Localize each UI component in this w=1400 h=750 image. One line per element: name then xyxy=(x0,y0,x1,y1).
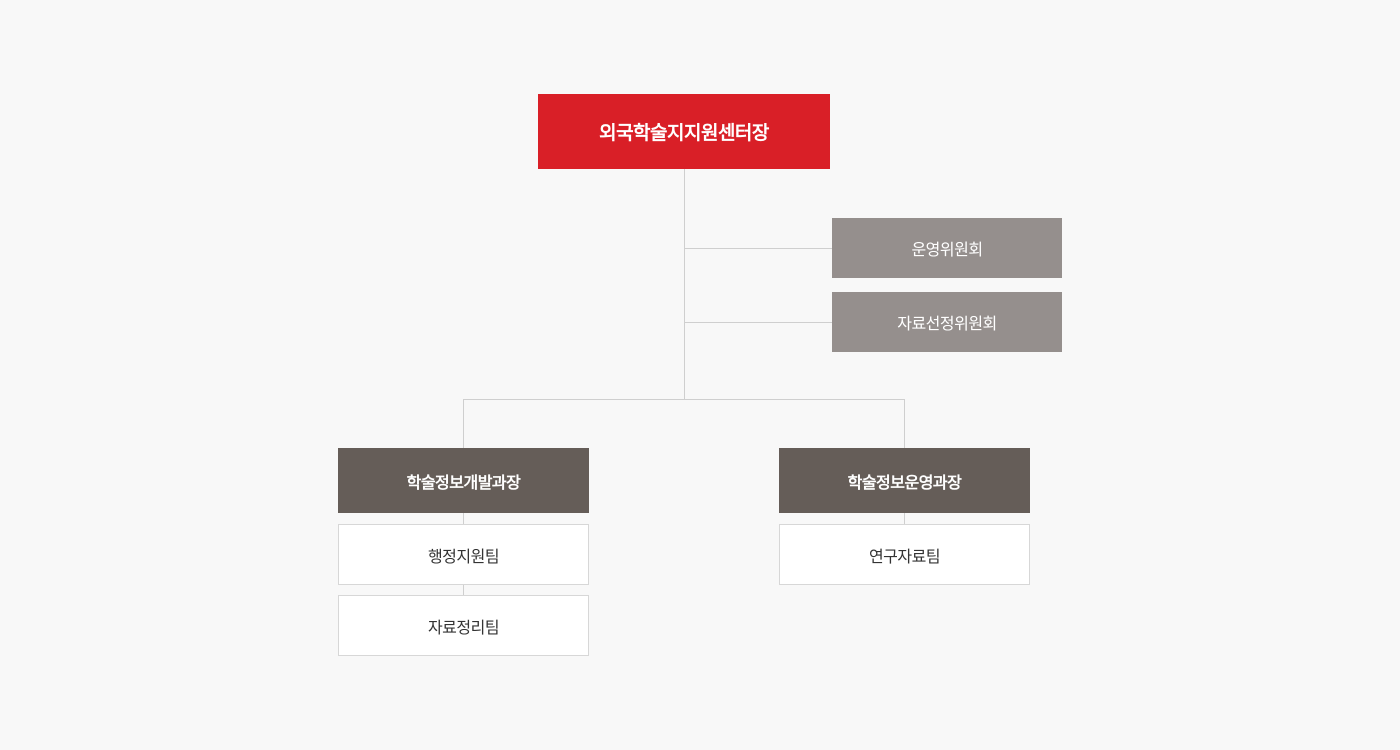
division-operations-label: 학술정보운영과장 xyxy=(847,472,962,492)
connector-division-1-team-2 xyxy=(463,585,464,595)
connector-committee-1 xyxy=(684,248,832,249)
committee-selection-box: 자료선정위원회 xyxy=(832,292,1062,352)
division-development-box: 학술정보개발과장 xyxy=(338,448,589,513)
team-data-arrangement-label: 자료정리팀 xyxy=(427,617,500,637)
connector-head-trunk xyxy=(684,169,685,400)
connector-committee-2 xyxy=(684,322,832,323)
committee-operations-label: 운영위원회 xyxy=(911,240,983,259)
team-research-data-box: 연구자료팀 xyxy=(779,524,1030,585)
division-development-label: 학술정보개발과장 xyxy=(406,472,521,492)
connector-division-1 xyxy=(463,399,464,449)
team-admin-support-box: 행정지원팀 xyxy=(338,524,589,585)
connector-division-2 xyxy=(904,399,905,449)
connector-division-2-team-1 xyxy=(904,513,905,524)
connector-divisions-horizontal xyxy=(463,399,905,400)
team-data-arrangement-box: 자료정리팀 xyxy=(338,595,589,656)
committee-selection-label: 자료선정위원회 xyxy=(897,314,997,333)
center-director-label: 외국학술지지원센터장 xyxy=(599,122,769,144)
connector-division-1-team-1 xyxy=(463,513,464,524)
division-operations-box: 학술정보운영과장 xyxy=(779,448,1030,513)
center-director-box: 외국학술지지원센터장 xyxy=(538,94,830,169)
team-admin-support-label: 행정지원팀 xyxy=(427,546,500,566)
team-research-data-label: 연구자료팀 xyxy=(868,546,941,566)
committee-operations-box: 운영위원회 xyxy=(832,218,1062,278)
